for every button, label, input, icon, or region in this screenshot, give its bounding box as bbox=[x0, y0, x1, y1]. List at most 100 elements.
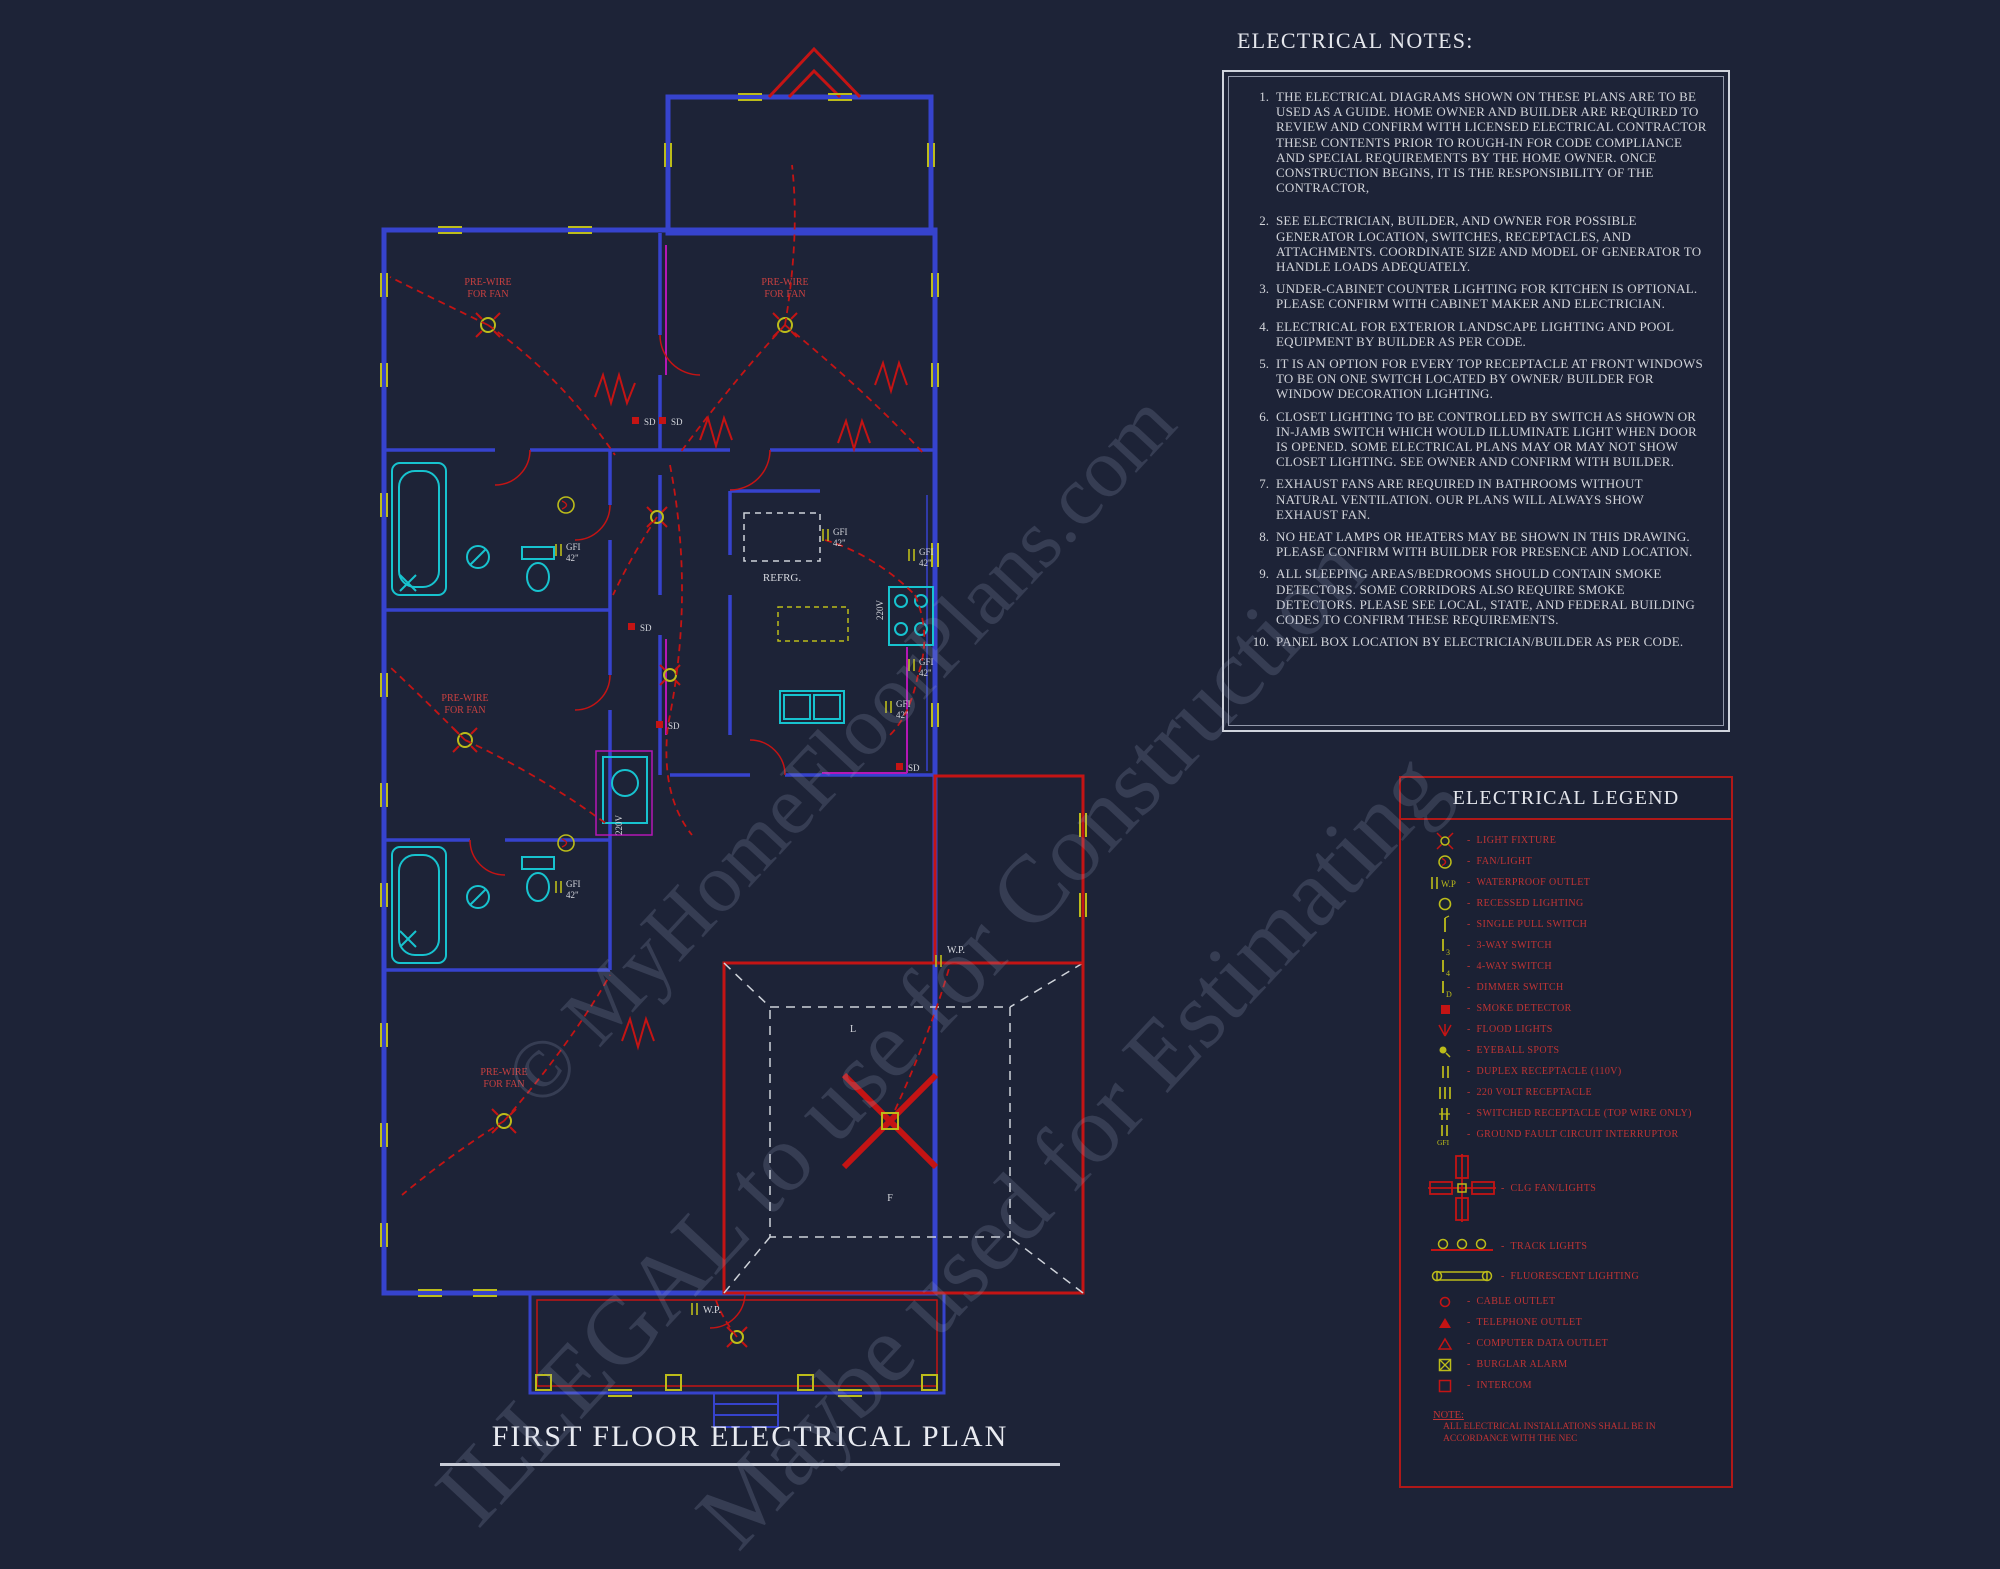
legend-label: GROUND FAULT CIRCUIT INTERRUPTOR bbox=[1467, 1129, 1679, 1140]
ceiling-light-icon bbox=[646, 506, 668, 528]
svg-text:D: D bbox=[1446, 990, 1452, 998]
toilet bbox=[526, 562, 550, 592]
legend-label: FLUORESCENT LIGHTING bbox=[1501, 1271, 1639, 1282]
legend-note-text: ALL ELECTRICAL INSTALLATIONS SHALL BE IN… bbox=[1443, 1422, 1656, 1445]
light-fixture-icon bbox=[1423, 830, 1467, 852]
legend-item-gfi: GFI GROUND FAULT CIRCUIT INTERRUPTOR bbox=[1423, 1124, 1725, 1147]
legend-item-4-way-switch: 44-WAY SWITCH bbox=[1423, 956, 1725, 977]
kitchen-sink bbox=[779, 690, 845, 724]
note-item: 8.NO HEAT LAMPS OR HEATERS MAY BE SHOWN … bbox=[1241, 529, 1707, 559]
legend-label: SINGLE PULL SWITCH bbox=[1467, 919, 1587, 930]
smoke-detector-icon bbox=[1423, 1001, 1467, 1017]
svg-text:42": 42" bbox=[566, 553, 579, 563]
svg-text:GFI: GFI bbox=[1437, 1138, 1450, 1147]
svg-text:SD: SD bbox=[671, 417, 683, 427]
three-way-switch-icon: 3 bbox=[1423, 936, 1467, 956]
legend-item-recessed-lighting: RECESSED LIGHTING bbox=[1423, 893, 1725, 914]
window-symbols bbox=[380, 93, 1087, 1397]
svg-text:GFI: GFI bbox=[833, 527, 848, 537]
legend-label: SWITCHED RECEPTACLE (TOP WIRE ONLY) bbox=[1467, 1108, 1692, 1119]
sink bbox=[466, 545, 490, 569]
svg-text:W.P: W.P bbox=[1441, 879, 1456, 889]
svg-text:GFI: GFI bbox=[566, 879, 581, 889]
legend-label: EYEBALL SPOTS bbox=[1467, 1045, 1559, 1056]
svg-text:FOR FAN: FOR FAN bbox=[467, 289, 508, 300]
clg-fan-lights-icon bbox=[1423, 1151, 1501, 1225]
legend-item-flood-lights: FLOOD LIGHTS bbox=[1423, 1019, 1725, 1040]
legend-item-waterproof-outlet: W.PWATERPROOF OUTLET bbox=[1423, 872, 1725, 893]
bathtub bbox=[391, 462, 447, 596]
note-text: PANEL BOX LOCATION BY ELECTRICIAN/BUILDE… bbox=[1276, 634, 1684, 650]
cable-outlet-icon bbox=[1423, 1294, 1467, 1310]
sink bbox=[466, 885, 490, 909]
note-text: NO HEAT LAMPS OR HEATERS MAY BE SHOWN IN… bbox=[1276, 529, 1693, 560]
porch-steps bbox=[713, 1392, 779, 1428]
legend-label: TRACK LIGHTS bbox=[1501, 1241, 1587, 1252]
svg-text:PRE-WIRE: PRE-WIRE bbox=[441, 693, 488, 704]
legend-item-track-lights: TRACK LIGHTS bbox=[1423, 1231, 1725, 1261]
smoke-detectors: SD SD SD SD SD bbox=[628, 417, 920, 773]
legend-label: DUPLEX RECEPTACLE (110V) bbox=[1467, 1066, 1622, 1077]
bath1-exhaust-fan-icon bbox=[557, 496, 575, 514]
note-text: THE ELECTRICAL DIAGRAMS SHOWN ON THESE P… bbox=[1276, 89, 1707, 196]
legend-label: BURGLAR ALARM bbox=[1467, 1359, 1568, 1370]
note-text: EXHAUST FANS ARE REQUIRED IN BATHROOMS W… bbox=[1276, 476, 1644, 522]
legend-label: LIGHT FIXTURE bbox=[1467, 835, 1556, 846]
stove bbox=[888, 586, 934, 646]
svg-text:PRE-WIRE: PRE-WIRE bbox=[480, 1067, 527, 1078]
fluorescent-lighting-icon bbox=[1423, 1268, 1501, 1284]
patio-fan-label: F bbox=[887, 1193, 893, 1204]
note-number: 2. bbox=[1259, 213, 1269, 229]
svg-text:W.P.: W.P. bbox=[947, 945, 965, 956]
eyeball-spots-icon bbox=[1423, 1042, 1467, 1060]
svg-text:220V: 220V bbox=[614, 815, 624, 836]
refrigerator-label: REFRG. bbox=[763, 572, 801, 584]
legend-item-3-way-switch: 3 3-WAY SWITCH bbox=[1423, 935, 1725, 956]
legend-item-fluorescent-lighting: FLUORESCENT LIGHTING bbox=[1423, 1261, 1725, 1291]
notes-list: 1. THE ELECTRICAL DIAGRAMS SHOWN ON THESE… bbox=[1228, 76, 1724, 726]
note-item: 10. PANEL BOX LOCATION BY ELECTRICIAN/BUI… bbox=[1241, 634, 1707, 649]
legend-item-cable-outlet: CABLE OUTLET bbox=[1423, 1291, 1725, 1312]
dimmer-switch-icon: D bbox=[1423, 978, 1467, 998]
svg-text:42": 42" bbox=[833, 538, 846, 548]
svg-text:SD: SD bbox=[668, 721, 680, 731]
recessed-lighting-icon bbox=[1423, 895, 1467, 913]
svg-text:SD: SD bbox=[644, 417, 656, 427]
legend-item-clg-fan-lights: CLG FAN/LIGHTS bbox=[1423, 1145, 1725, 1231]
notes-heading: ELECTRICAL NOTES: bbox=[1237, 28, 1474, 53]
note-item: 2.SEE ELECTRICIAN, BUILDER, AND OWNER FO… bbox=[1241, 213, 1707, 274]
note-number: 3. bbox=[1259, 281, 1269, 297]
svg-text:GFI: GFI bbox=[896, 699, 911, 709]
bathroom2-fixtures bbox=[391, 846, 555, 964]
note-text: UNDER-CABINET COUNTER LIGHTING FOR KITCH… bbox=[1276, 281, 1698, 312]
note-item: 9.ALL SLEEPING AREAS/BEDROOMS SHOULD CON… bbox=[1241, 566, 1707, 627]
legend-item-switched-receptacle: SWITCHED RECEPTACLE (TOP WIRE ONLY) bbox=[1423, 1103, 1725, 1124]
counter-lines bbox=[822, 647, 908, 774]
note-item: 5.IT IS AN OPTION FOR EVERY TOP RECEPTAC… bbox=[1241, 356, 1707, 402]
legend-label: 3-WAY SWITCH bbox=[1467, 940, 1552, 951]
note-number: 10. bbox=[1252, 634, 1269, 650]
floor-plan: L F REFRG. bbox=[380, 46, 1087, 1428]
legend-item-eyeball-spots: EYEBALL SPOTS bbox=[1423, 1040, 1725, 1061]
bath2-exhaust-fan-icon bbox=[557, 834, 575, 852]
track-lights-icon bbox=[1423, 1236, 1501, 1256]
bathtub bbox=[391, 846, 447, 964]
four-way-switch-icon: 4 bbox=[1423, 957, 1467, 977]
legend-label: 220 VOLT RECEPTACLE bbox=[1467, 1087, 1592, 1098]
ceiling-light-icon bbox=[491, 1108, 517, 1134]
note-number: 4. bbox=[1259, 318, 1269, 334]
svg-text:3: 3 bbox=[1446, 948, 1450, 956]
single-pull-switch-icon bbox=[1423, 914, 1467, 935]
toilet bbox=[526, 872, 550, 902]
legend-item-single-pull-switch: SINGLE PULL SWITCH bbox=[1423, 914, 1725, 935]
svg-text:42": 42" bbox=[896, 710, 909, 720]
ceiling-light-icon bbox=[772, 312, 798, 338]
switched-receptacle-icon bbox=[1423, 1104, 1467, 1124]
note-number: 5. bbox=[1259, 356, 1269, 372]
note-number: 1. bbox=[1259, 89, 1269, 104]
legend-label: DIMMER SWITCH bbox=[1467, 982, 1564, 993]
note-item: 6.CLOSET LIGHTING TO BE CONTROLLED BY SW… bbox=[1241, 409, 1707, 470]
note-item: 4.ELECTRICAL FOR EXTERIOR LANDSCAPE LIGH… bbox=[1241, 319, 1707, 349]
legend-label: FLOOD LIGHTS bbox=[1467, 1024, 1553, 1035]
